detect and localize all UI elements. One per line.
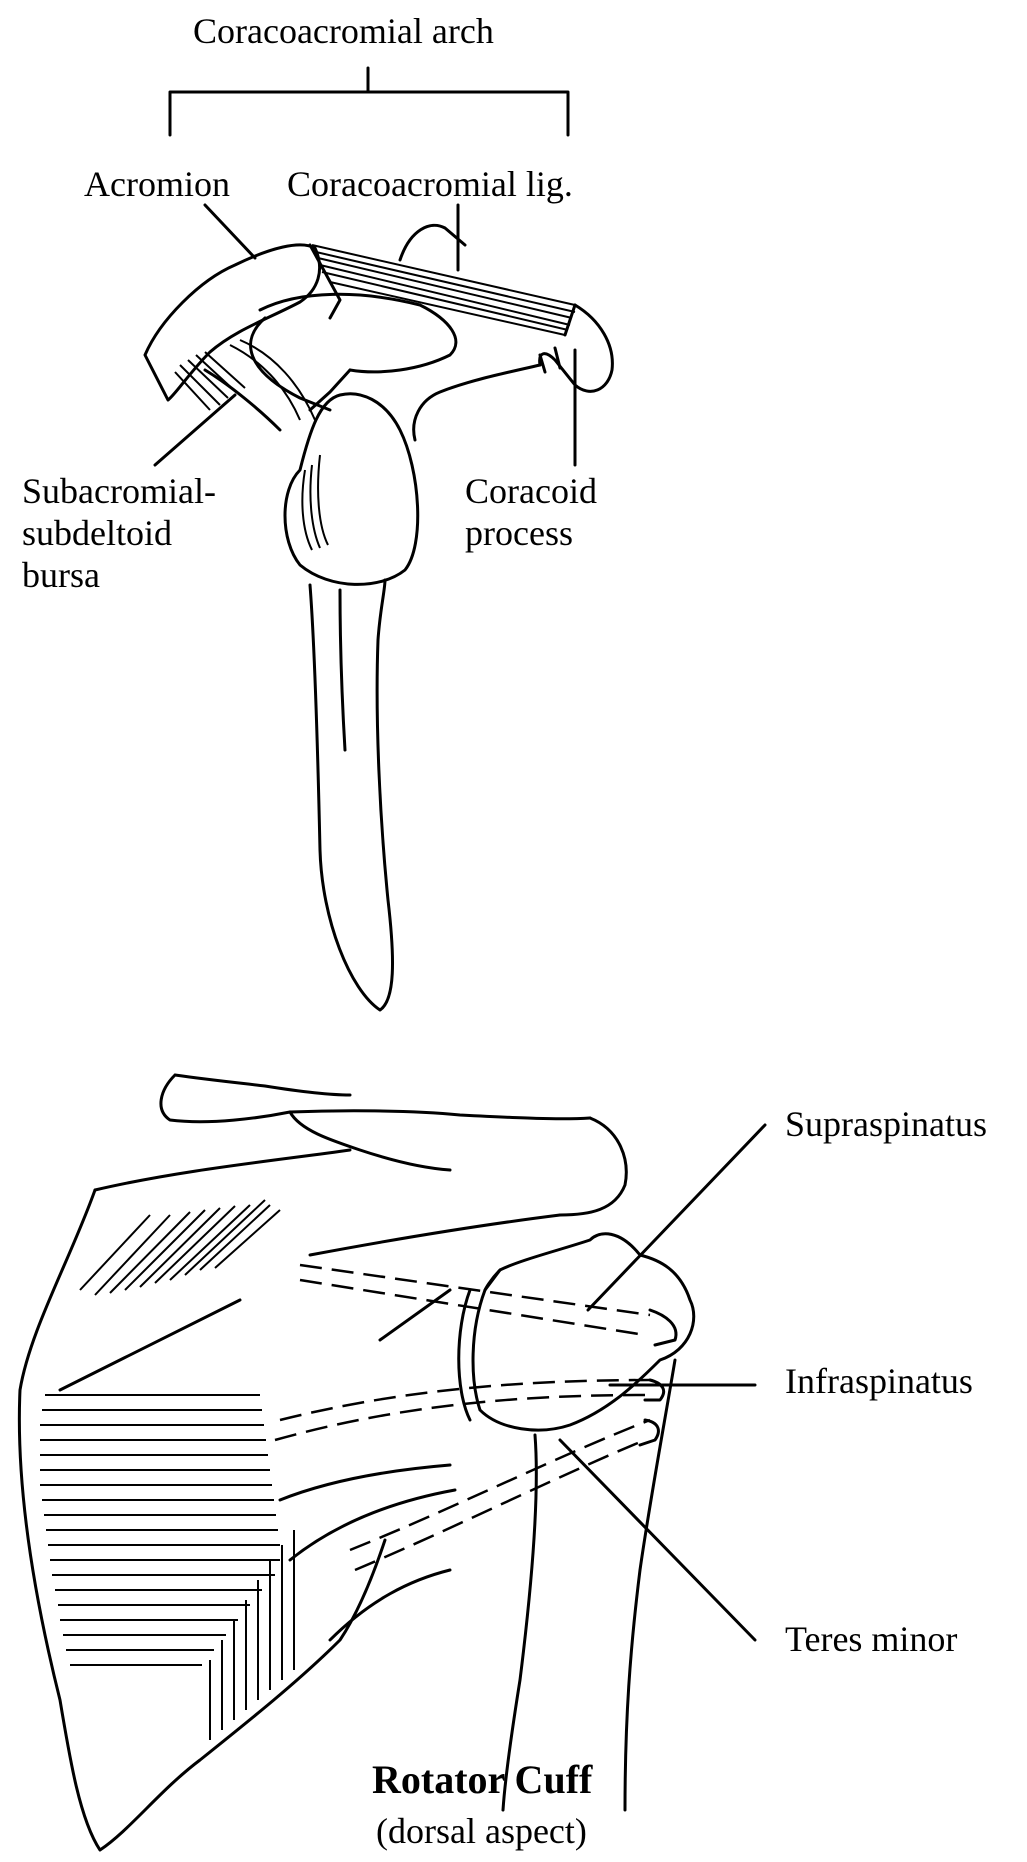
arch-bracket <box>170 92 568 135</box>
coracoid-process-outline <box>400 225 612 391</box>
label-bursa-line3: bursa <box>22 554 100 596</box>
humeral-head-outline <box>285 394 418 585</box>
label-infraspinatus: Infraspinatus <box>785 1360 973 1402</box>
supraspinatus-leader <box>588 1125 765 1310</box>
label-coracoid-line1: Coracoid <box>465 470 597 512</box>
acromion-leader <box>205 205 255 258</box>
label-coracoid-line2: process <box>465 512 573 554</box>
label-acromion: Acromion <box>84 163 230 205</box>
caption-subtitle: (dorsal aspect) <box>376 1810 587 1852</box>
caption-title: Rotator Cuff <box>372 1756 592 1803</box>
scapula-outline <box>19 1190 385 1850</box>
label-coracoacromial-ligament: Coracoacromial lig. <box>287 163 573 205</box>
label-bursa-line2: subdeltoid <box>22 512 172 554</box>
label-supraspinatus: Supraspinatus <box>785 1103 987 1145</box>
rotator-cuff-drawing <box>19 1075 765 1850</box>
label-teres-minor: Teres minor <box>785 1618 957 1660</box>
label-coracoacromial-arch: Coracoacromial arch <box>193 10 494 52</box>
scapular-spine <box>161 1075 590 1122</box>
bursa-leader <box>155 395 235 465</box>
humerus-shaft <box>310 580 393 1010</box>
label-bursa-line1: Subacromial- <box>22 470 216 512</box>
